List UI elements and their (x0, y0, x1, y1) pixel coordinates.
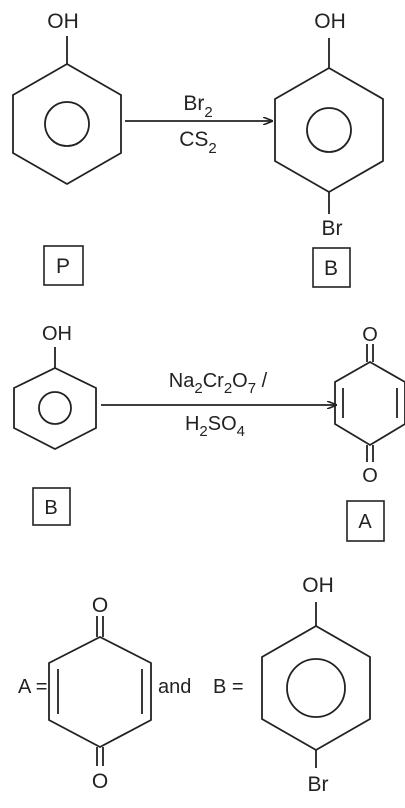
label-a: A (358, 511, 372, 533)
reaction-1: OH Br2 CS2 OH Br P B (12, 10, 384, 288)
reaction-2: OH Na2Cr2O7 / H2SO4 O O B A (13, 323, 405, 542)
na2cr2o7-part-4: O (232, 370, 248, 392)
oh-group-label: OH (42, 323, 72, 345)
br-group-label: Br (308, 773, 329, 796)
answer-b-label: B = (213, 676, 244, 698)
answer-b-bromophenol: OH Br (261, 574, 371, 796)
label-box-a (346, 500, 385, 542)
h2so4-part-0: H (185, 413, 199, 435)
product-a-benzoquinone: O O (334, 324, 405, 487)
answer-a-label: A = (18, 676, 47, 698)
label-box-b-2 (32, 487, 71, 526)
h2so4-part-3: 4 (237, 423, 245, 440)
quinone-ring (334, 360, 405, 447)
label-box-p (43, 245, 84, 286)
reagent-br2: Br2 (183, 92, 212, 121)
reagent-cs2: CS2 (179, 128, 217, 157)
label-b: B (324, 257, 338, 280)
h2so4-part-2: SO (208, 413, 237, 435)
na2cr2o7-part-1: 2 (194, 380, 202, 397)
aromatic-circle (44, 101, 90, 147)
reactant-phenol: OH (13, 323, 97, 451)
oh-group-label: OH (302, 574, 334, 597)
label-p: P (56, 255, 70, 278)
na2cr2o7-part-5: 7 (248, 380, 256, 397)
quinone-ring (48, 635, 152, 749)
answer-section: A = O O and B = OH Br (18, 574, 371, 796)
na2cr2o7-part-6: / (256, 370, 268, 392)
benzene-ring (274, 66, 384, 194)
oxygen-label-top: O (92, 594, 108, 617)
aromatic-circle (306, 107, 352, 153)
oxygen-label-bottom: O (92, 770, 108, 793)
benzene-ring (261, 624, 371, 752)
na2cr2o7-part-0: Na (169, 370, 195, 392)
answer-a-benzoquinone: O O (48, 594, 152, 793)
oxygen-label-bottom: O (362, 465, 378, 487)
reactant-p-phenol: OH (12, 10, 122, 186)
br-group-label: Br (322, 217, 343, 240)
na2cr2o7-part-2: Cr (203, 370, 224, 392)
aromatic-circle (38, 391, 72, 425)
reagent-na2cr2o7: Na2Cr2O7 / (169, 370, 268, 397)
conjunction-and: and (158, 676, 191, 698)
label-box-b (312, 247, 351, 288)
oxygen-label-top: O (362, 324, 378, 346)
benzene-ring (12, 62, 122, 186)
h2so4-part-1: 2 (199, 423, 207, 440)
oh-group-label: OH (314, 10, 346, 33)
oh-group-label: OH (47, 10, 79, 33)
reagent-h2so4: H2SO4 (185, 413, 245, 440)
aromatic-circle (286, 658, 346, 718)
label-b-2: B (44, 497, 57, 519)
benzene-ring (13, 366, 97, 451)
product-b-bromophenol: OH Br (274, 10, 384, 240)
na2cr2o7-part-3: 2 (224, 380, 232, 397)
